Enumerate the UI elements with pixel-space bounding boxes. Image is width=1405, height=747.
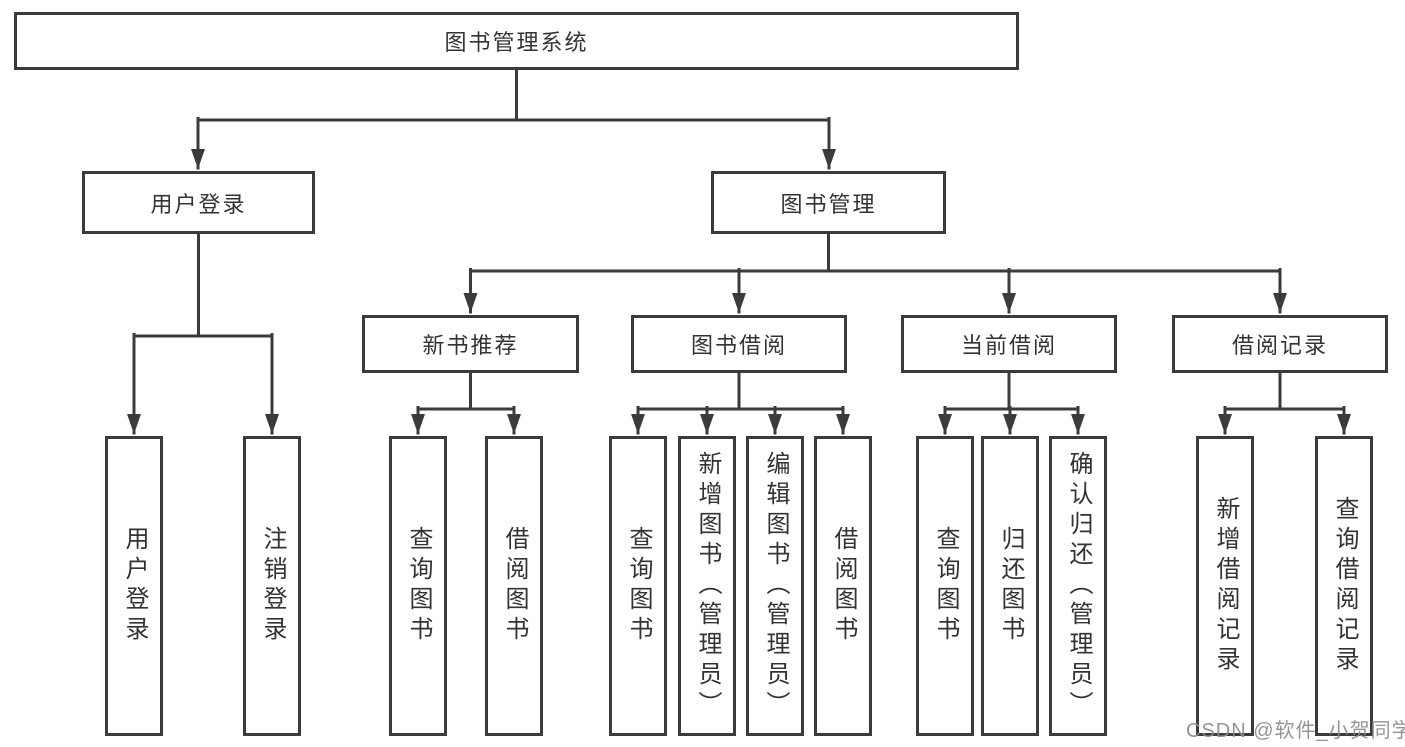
leaf-confirm-return-admin-label: 确认归还（管理员） [1065,451,1092,721]
leaf-edit-book-admin-label: 编辑图书（管理员） [762,451,789,721]
leaf-logout-login-label: 注销登录 [259,526,286,646]
leaf-borrow-books: 借阅图书 [814,436,872,736]
leaf-query-borrow-record-label: 查询借阅记录 [1331,496,1358,676]
leaf-user-login: 用户登录 [105,436,163,736]
leaf-borrow-books-label: 借阅图书 [830,526,857,646]
leaf-user-login-label: 用户登录 [121,526,148,646]
csdn-watermark: CSDN @软件_小贺同学 [1186,720,1405,742]
leaf-rec-borrow-books: 借阅图书 [485,436,543,736]
node-root-label: 图书管理系统 [444,30,589,55]
node-root: 图书管理系统 [14,12,1019,70]
leaf-cur-query-books: 查询图书 [916,436,974,736]
leaf-borrow-query-books-label: 查询图书 [625,526,652,646]
leaf-logout-login: 注销登录 [243,436,301,736]
leaf-cur-query-books-label: 查询图书 [932,526,959,646]
leaf-add-borrow-record-label: 新增借阅记录 [1212,496,1239,676]
leaf-rec-query-books-label: 查询图书 [405,526,432,646]
node-borrowing-records: 借阅记录 [1172,315,1388,373]
node-new-book-recommend-label: 新书推荐 [422,333,519,358]
node-user-login-label: 用户登录 [150,191,247,217]
leaf-query-borrow-record: 查询借阅记录 [1315,436,1373,736]
node-new-book-recommend: 新书推荐 [362,315,579,373]
node-user-login: 用户登录 [82,171,315,234]
leaf-add-borrow-record: 新增借阅记录 [1196,436,1254,736]
leaf-add-book-admin: 新增图书（管理员） [678,436,736,736]
leaf-borrow-query-books: 查询图书 [609,436,667,736]
leaf-rec-query-books: 查询图书 [389,436,447,736]
leaf-add-book-admin-label: 新增图书（管理员） [694,451,721,721]
node-book-management-label: 图书管理 [780,191,877,217]
node-current-borrowing-label: 当前借阅 [960,333,1057,358]
leaf-return-books-label: 归还图书 [997,526,1024,646]
node-current-borrowing: 当前借阅 [901,315,1117,373]
leaf-rec-borrow-books-label: 借阅图书 [501,526,528,646]
leaf-return-books: 归还图书 [981,436,1039,736]
node-book-management: 图书管理 [711,171,946,234]
node-book-borrowing: 图书借阅 [631,315,847,373]
node-book-borrowing-label: 图书借阅 [690,333,787,358]
leaf-edit-book-admin: 编辑图书（管理员） [746,436,804,736]
node-borrowing-records-label: 借阅记录 [1231,333,1328,358]
leaf-confirm-return-admin: 确认归还（管理员） [1049,436,1107,736]
